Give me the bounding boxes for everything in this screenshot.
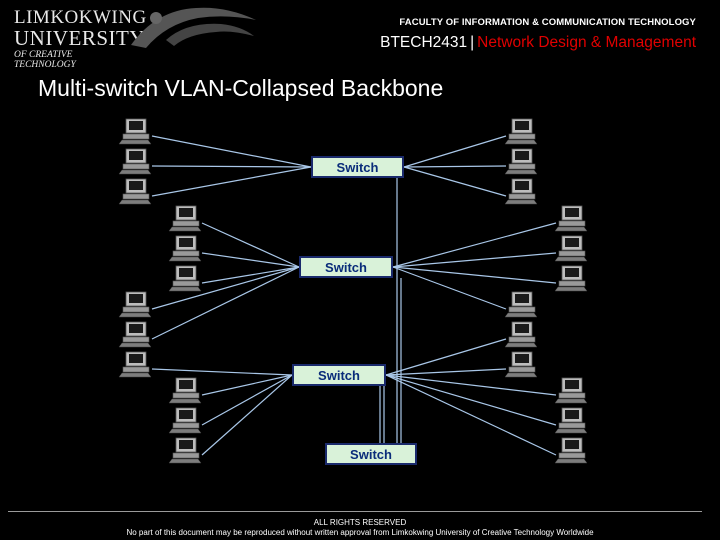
network-link	[201, 266, 300, 284]
computer-icon	[118, 148, 152, 175]
course-code: BTECH2431	[380, 34, 468, 51]
computer-icon	[554, 437, 588, 464]
logo-line-2: UNIVERSITY	[14, 26, 145, 50]
network-link	[385, 368, 507, 376]
network-link	[392, 266, 557, 284]
computer-icon	[504, 118, 538, 145]
switch-4[interactable]: Switch	[325, 443, 417, 465]
footer-notice: No part of this document may be reproduc…	[126, 528, 594, 537]
course-heading: BTECH2431|Network Design & Management	[380, 34, 696, 52]
computer-icon	[504, 148, 538, 175]
switch-1[interactable]: Switch	[311, 156, 404, 178]
network-link	[392, 266, 507, 310]
switch-2[interactable]: Switch	[299, 256, 393, 278]
network-link	[385, 374, 557, 456]
computer-icon	[554, 265, 588, 292]
computer-icon	[168, 377, 202, 404]
computer-icon	[168, 265, 202, 292]
computer-icon	[118, 118, 152, 145]
computer-icon	[118, 351, 152, 378]
network-link	[392, 252, 557, 268]
computer-icon	[168, 235, 202, 262]
computer-icon	[504, 291, 538, 318]
logo-line-1: LIMKOKWING	[14, 7, 147, 28]
computer-icon	[168, 205, 202, 232]
network-link	[403, 135, 507, 168]
network-link	[151, 135, 312, 168]
switch-3[interactable]: Switch	[292, 364, 386, 386]
computer-icon	[554, 205, 588, 232]
logo-line-3: OF CREATIVE TECHNOLOGY	[14, 50, 76, 70]
network-link	[201, 374, 293, 396]
university-logo: LIMKOKWING UNIVERSITY OF CREATIVE TECHNO…	[14, 7, 147, 70]
computer-icon	[168, 407, 202, 434]
computer-icon	[554, 235, 588, 262]
footer-divider	[8, 511, 702, 512]
computer-icon	[118, 291, 152, 318]
network-link	[201, 374, 293, 426]
network-link	[151, 368, 293, 376]
network-links	[151, 135, 557, 456]
course-separator: |	[470, 34, 475, 51]
network-link	[201, 374, 293, 456]
network-link	[151, 166, 312, 197]
network-link	[385, 338, 507, 376]
computer-icon	[504, 321, 538, 348]
computer-icon	[554, 377, 588, 404]
network-link	[385, 374, 557, 396]
computer-icon	[504, 178, 538, 205]
computer-icon	[554, 407, 588, 434]
network-link	[151, 266, 300, 340]
network-link	[403, 165, 507, 168]
course-name: Network Design & Management	[477, 34, 696, 51]
logo-decoration-icon	[131, 7, 256, 48]
computer-icon	[118, 321, 152, 348]
footer-rights: ALL RIGHTS RESERVED	[313, 518, 407, 527]
network-link	[151, 266, 300, 310]
computer-icon	[118, 178, 152, 205]
computer-icon	[168, 437, 202, 464]
network-link	[201, 252, 300, 268]
network-link	[403, 166, 507, 197]
faculty-name: FACULTY OF INFORMATION & COMMUNICATION T…	[399, 17, 696, 28]
network-link	[392, 222, 557, 268]
network-link	[151, 165, 312, 168]
slide-title: Multi-switch VLAN-Collapsed Backbone	[38, 75, 444, 101]
network-link	[201, 222, 300, 268]
computer-icon	[504, 351, 538, 378]
network-link	[385, 374, 557, 426]
